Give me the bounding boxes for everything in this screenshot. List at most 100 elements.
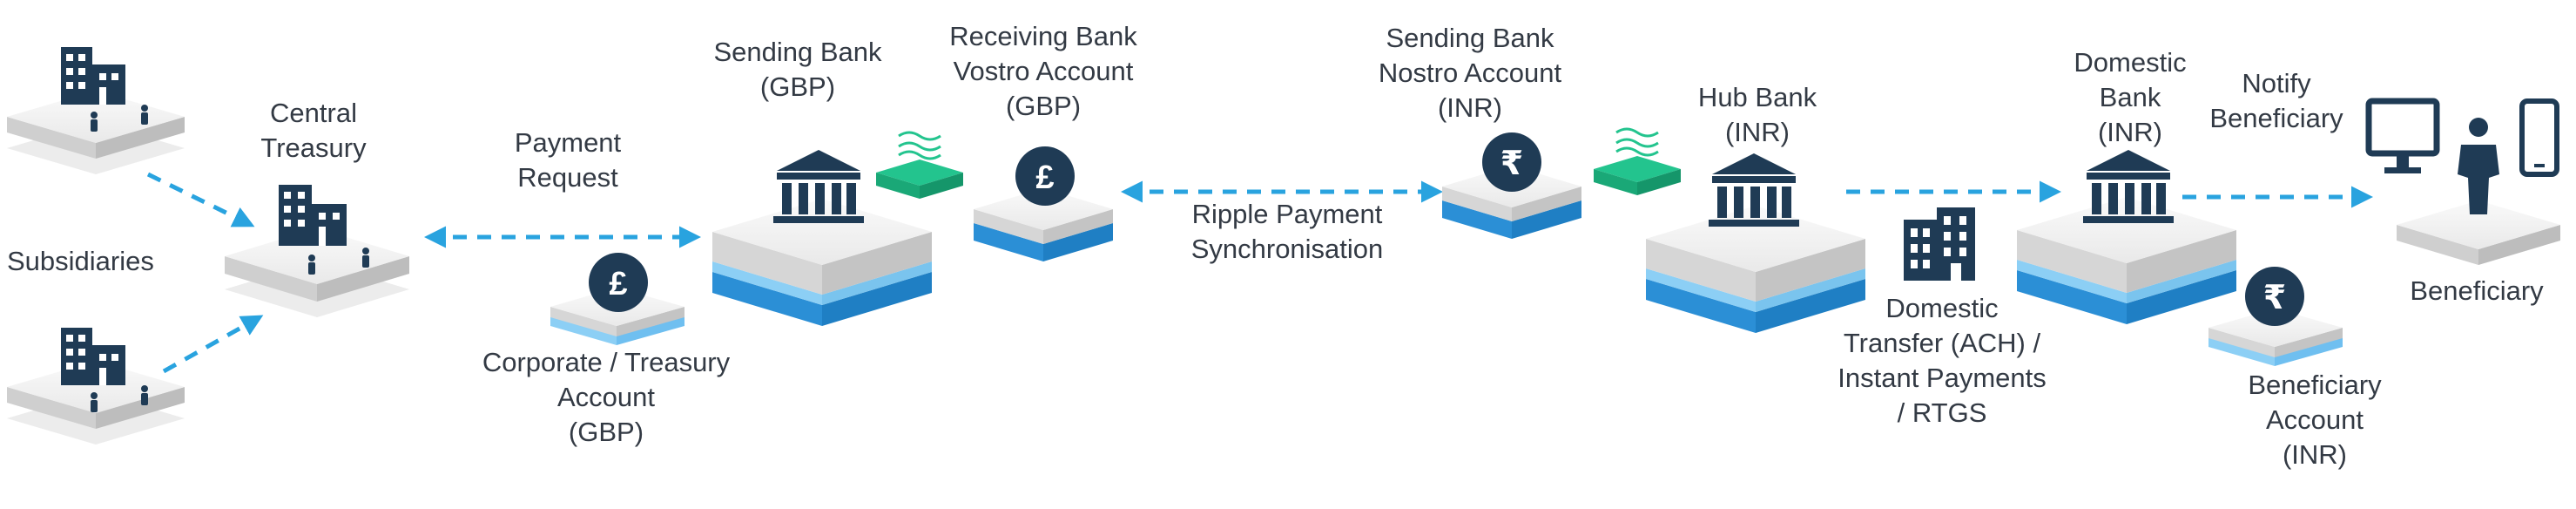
platform-side-right bbox=[822, 261, 932, 305]
pound-coin-icon: £ bbox=[1015, 146, 1075, 206]
label-beneficiary: Beneficiary bbox=[2410, 275, 2544, 306]
beneficiary-node bbox=[2365, 98, 2560, 265]
platform-side-left bbox=[974, 209, 1043, 244]
rupee-symbol: ₹ bbox=[2263, 278, 2286, 316]
label-domestic-bank: Domestic Bank (INR) bbox=[2074, 47, 2187, 147]
platform-side-left bbox=[7, 387, 96, 429]
platform-top bbox=[7, 361, 185, 413]
sending-bank-nostro-node: ₹ bbox=[1442, 132, 1581, 239]
platform-side-right bbox=[2478, 225, 2560, 265]
platform-side-right bbox=[617, 316, 684, 345]
platform-top bbox=[1646, 206, 1865, 272]
desktop-monitor-icon bbox=[2365, 98, 2440, 173]
platform-side-left bbox=[225, 256, 317, 302]
platform-side-right bbox=[96, 387, 185, 429]
platform-side-left bbox=[1646, 268, 1756, 312]
platform-side-left bbox=[1442, 200, 1512, 239]
platform-top bbox=[225, 228, 409, 284]
label-subsidiaries: Subsidiaries bbox=[7, 246, 154, 276]
platform-side-left bbox=[2017, 260, 2127, 303]
platform-side-left bbox=[712, 261, 822, 305]
label-beneficiary-account: Beneficiary Account (INR) bbox=[2248, 370, 2382, 470]
central-treasury-node bbox=[225, 185, 409, 317]
platform-side-left bbox=[2017, 270, 2127, 324]
label-sending-bank-gbp: Sending Bank (GBP) bbox=[713, 37, 882, 102]
label-payment-request: Payment Request bbox=[514, 127, 622, 193]
receiving-bank-vostro-node: £ bbox=[974, 146, 1113, 261]
platform-side-left bbox=[1442, 187, 1512, 221]
platform-side-left bbox=[712, 272, 822, 326]
office-building-icon bbox=[61, 328, 125, 385]
person-icon bbox=[2458, 118, 2499, 214]
platform-side-right bbox=[317, 256, 409, 302]
platform-side-left bbox=[1646, 279, 1756, 333]
rupee-symbol: ₹ bbox=[1500, 144, 1523, 182]
domestic-bank-node bbox=[2017, 150, 2236, 324]
platform-side-left bbox=[2208, 328, 2275, 357]
mobile-phone-icon bbox=[2519, 98, 2559, 177]
platform-side-left bbox=[2208, 336, 2275, 366]
platform-side-right bbox=[1512, 200, 1581, 239]
platform-top bbox=[974, 188, 1113, 230]
office-building-icon bbox=[61, 47, 125, 105]
platform-side-right bbox=[1043, 223, 1113, 261]
platform-side-right bbox=[1512, 187, 1581, 221]
label-corporate-account: Corporate / Treasury Account (GBP) bbox=[482, 347, 731, 447]
bank-building-icon bbox=[773, 150, 864, 223]
beneficiary-account-node: ₹ bbox=[2208, 267, 2343, 366]
platform-side-right bbox=[2127, 270, 2236, 324]
platform-side-left bbox=[2397, 225, 2478, 265]
label-sending-bank-nostro: Sending Bank Nostro Account (INR) bbox=[1378, 23, 1562, 123]
pound-symbol: £ bbox=[609, 266, 627, 302]
platform-side-left bbox=[1646, 239, 1756, 302]
person-icon bbox=[91, 385, 148, 412]
platform-side-right bbox=[96, 117, 185, 159]
ripple-token-right bbox=[1594, 127, 1681, 195]
label-notify-beneficiary: Notify Beneficiary bbox=[2209, 68, 2343, 133]
corporate-account-node: £ bbox=[550, 253, 684, 345]
label-domestic-transfer: Domestic Transfer (ACH) / Instant Paymen… bbox=[1838, 293, 2047, 428]
arrow-subsidiary-top-to-treasury bbox=[146, 172, 255, 227]
platform-side-right bbox=[822, 232, 932, 295]
platform-top bbox=[2208, 309, 2343, 347]
platform-top bbox=[2017, 197, 2236, 263]
domestic-transfer-building-icon bbox=[1904, 207, 1975, 281]
hub-bank-node bbox=[1646, 153, 1865, 333]
pound-symbol: £ bbox=[1035, 159, 1054, 196]
platform-side-right bbox=[2275, 336, 2343, 366]
office-building-icon bbox=[279, 185, 347, 246]
label-ripple-synchronisation: Ripple Payment Synchronisation bbox=[1190, 199, 1384, 264]
label-hub-bank: Hub Bank (INR) bbox=[1697, 82, 1817, 147]
platform-side-right bbox=[2275, 328, 2343, 357]
rupee-coin-icon: ₹ bbox=[1482, 132, 1541, 192]
subsidiary-top bbox=[7, 47, 185, 174]
rupee-coin-icon: ₹ bbox=[2245, 267, 2304, 326]
ripple-waves-icon bbox=[1615, 127, 1659, 157]
platform-side-left bbox=[974, 223, 1043, 261]
platform-side-right bbox=[1756, 279, 1865, 333]
person-icon bbox=[308, 248, 369, 275]
pound-coin-icon: £ bbox=[589, 253, 648, 312]
platform-side-left bbox=[7, 117, 96, 159]
platform-side-right bbox=[1756, 268, 1865, 312]
platform-side-right bbox=[617, 307, 684, 336]
platform-side-right bbox=[1043, 209, 1113, 244]
platform-side-right bbox=[1756, 239, 1865, 302]
bank-building-icon bbox=[2083, 150, 2174, 223]
platform-side-left bbox=[550, 307, 617, 336]
subsidiary-bottom bbox=[7, 328, 185, 445]
label-receiving-bank-vostro: Receiving Bank Vostro Account (GBP) bbox=[949, 21, 1137, 121]
ripple-waves-icon bbox=[898, 131, 941, 160]
person-icon bbox=[91, 105, 148, 132]
arrow-subsidiary-bottom-to-treasury bbox=[162, 315, 264, 374]
platform-top bbox=[2397, 200, 2560, 249]
platform-top bbox=[712, 199, 932, 265]
platform-side-right bbox=[2127, 260, 2236, 303]
platform-side-left bbox=[712, 232, 822, 295]
platform-side-right bbox=[822, 272, 932, 326]
sending-bank-gbp-node bbox=[712, 150, 932, 326]
platform-side-left bbox=[550, 316, 617, 345]
bank-building-icon bbox=[1709, 153, 1799, 227]
